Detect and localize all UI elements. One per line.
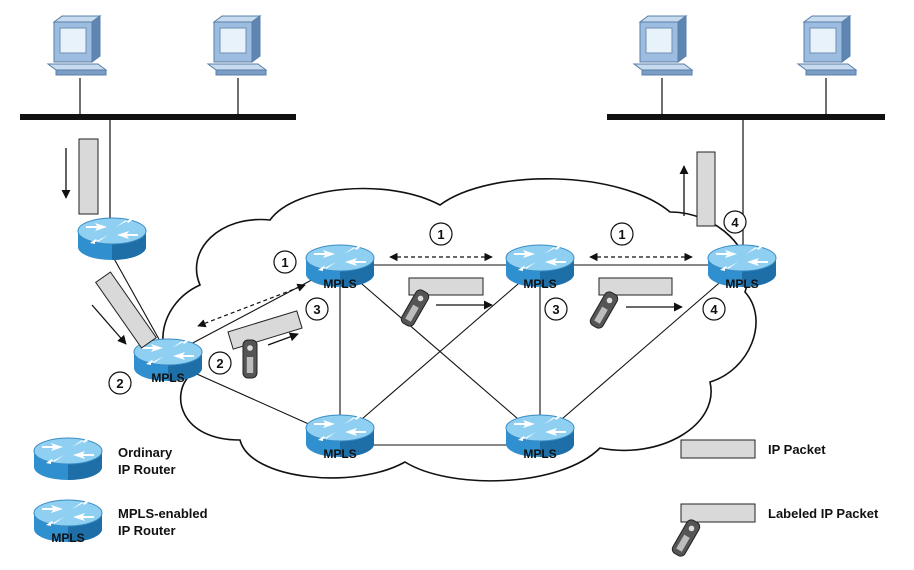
step-badge: 4 [702,297,726,321]
svg-text:2: 2 [216,356,223,371]
legend-labeled-ip-packet: Labeled IP Packet [768,506,879,521]
router-label: MPLS [151,371,184,385]
label-tag-icon [398,287,432,329]
step-badge: 1 [273,250,297,274]
step-badge: 1 [429,222,453,246]
labeled-ip-packet [408,277,484,296]
legend-ordinary-router-line1: Ordinary [118,445,173,460]
svg-text:1: 1 [281,255,288,270]
legend-mpls-router-line2: IP Router [118,523,176,538]
legend-ordinary-router-line2: IP Router [118,462,176,477]
label-distribution-arrow [197,283,306,328]
router-label: MPLS [323,447,356,461]
svg-text:3: 3 [552,302,559,317]
ip-packet [696,151,716,227]
ip-packet-icon [680,503,756,523]
svg-text:1: 1 [437,227,444,242]
step-badge: 3 [305,297,329,321]
router-label: MPLS [523,447,556,461]
step-badge: 1 [610,222,634,246]
legend-mpls-router-line1: MPLS-enabled [118,506,208,521]
ip-packet-icon [680,439,756,459]
step-badge: 4 [723,210,747,234]
desktop-computer-icon [797,15,857,76]
router-icon [33,437,103,481]
labeled-ip-packet [227,310,303,350]
desktop-computer-icon [47,15,107,76]
svg-text:4: 4 [731,215,739,230]
step-badge: 2 [108,371,132,395]
step-badge: 2 [208,351,232,375]
legend: Ordinary IP Router MPLS MPLS-enabled IP … [33,437,879,559]
ip-packet [94,271,158,349]
svg-text:4: 4 [710,302,718,317]
ordinary-ip-router-icon [77,217,147,261]
labeled-ip-packet [598,277,673,296]
step-badge: 3 [544,297,568,321]
svg-text:2: 2 [116,376,123,391]
router-label: MPLS [523,277,556,291]
legend-ip-packet: IP Packet [768,442,826,457]
label-tag-icon [587,289,621,331]
desktop-computer-icon [633,15,693,76]
ip-packet [78,138,99,215]
router-label: MPLS [323,277,356,291]
label-tag-icon [669,517,703,559]
svg-text:3: 3 [313,302,320,317]
svg-text:1: 1 [618,227,625,242]
desktop-computer-icon [207,15,267,76]
router-label: MPLS [725,277,758,291]
mpls-cloud [162,177,757,482]
router-label: MPLS [51,531,84,545]
label-tag-icon [242,339,258,379]
